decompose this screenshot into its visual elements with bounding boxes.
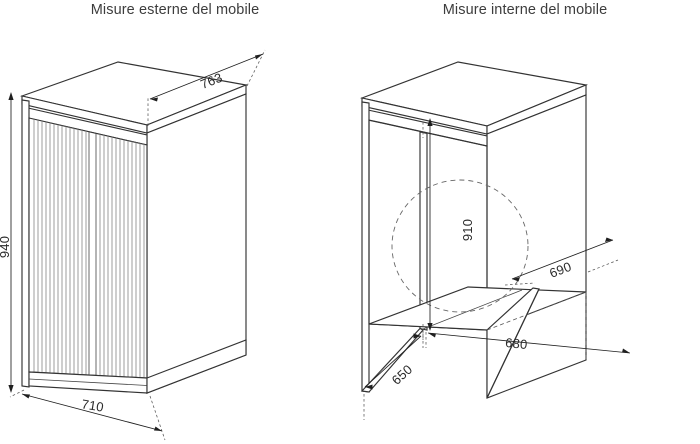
tambour-door-right[interactable] xyxy=(99,134,145,378)
panel-internal-measurements: Misure interne del mobile xyxy=(350,0,700,444)
ext-line-710-b xyxy=(149,395,166,441)
dim-label-680: 680 xyxy=(505,335,529,352)
cabinet-front-face xyxy=(28,117,148,379)
cabinet-plinth-side xyxy=(146,339,247,394)
tambour-door-gap xyxy=(88,131,97,376)
dimension-inner-height-910: 910 xyxy=(422,118,475,340)
arrow-680-start xyxy=(428,333,436,338)
inner-centre-divider xyxy=(419,131,428,331)
cabinet-plinth-groove xyxy=(28,378,148,386)
dim-line-680 xyxy=(427,332,631,354)
dimension-inner-width-680: 680 xyxy=(425,332,631,354)
dim-line-690 xyxy=(511,239,614,280)
dim-label-940: 940 xyxy=(0,236,12,258)
arrow-940-top xyxy=(8,92,14,100)
arrow-940-bottom xyxy=(8,385,14,393)
dim-label-910: 910 xyxy=(460,219,475,241)
dim-line-650 xyxy=(364,335,422,388)
dimension-width-710: 710 xyxy=(9,389,166,441)
tambour-door-left[interactable] xyxy=(33,119,87,375)
panel-internal-title: Misure interne del mobile xyxy=(442,2,608,18)
arrow-710-start xyxy=(22,394,30,399)
external-cabinet-drawing: 763 940 710 xyxy=(0,49,266,441)
dim-label-710: 710 xyxy=(81,396,105,414)
inner-left-side-panel xyxy=(361,101,370,393)
arrow-690-start xyxy=(512,277,520,282)
dim-line-763 xyxy=(149,53,264,100)
panel-external-title: Misure esterne del mobile xyxy=(90,2,260,18)
clearance-circle xyxy=(391,179,529,313)
arrow-710-end xyxy=(154,426,162,431)
cabinet-left-stile xyxy=(21,99,30,388)
arrow-910-top xyxy=(427,118,433,126)
hidden-shelf-back xyxy=(486,291,587,331)
inner-shelf-edge-line xyxy=(422,289,523,330)
internal-cabinet-drawing: 910 690 680 xyxy=(359,61,631,420)
arrow-650-end xyxy=(413,333,421,339)
ext-line-690-b xyxy=(504,282,536,286)
arrow-763-start xyxy=(150,97,158,102)
panel-external-measurements: Misure esterne del mobile xyxy=(0,2,266,441)
arrow-650-start xyxy=(365,384,373,390)
ext-line-710-a xyxy=(9,389,25,398)
dimension-inner-depth-690: 690 xyxy=(504,237,619,286)
inner-right-foot-edge xyxy=(486,288,540,399)
arrow-690-end xyxy=(605,237,613,242)
dim-label-690: 690 xyxy=(547,259,573,281)
arrow-763-end xyxy=(255,54,263,60)
ext-line-763-a xyxy=(246,49,266,87)
dim-line-710 xyxy=(21,393,163,432)
ext-line-690-a xyxy=(587,259,619,273)
dimension-side-depth-650: 650 xyxy=(363,331,424,420)
dimension-height-940: 940 xyxy=(0,92,14,393)
arrow-680-end xyxy=(622,348,630,353)
arrow-910-bottom xyxy=(427,323,433,331)
